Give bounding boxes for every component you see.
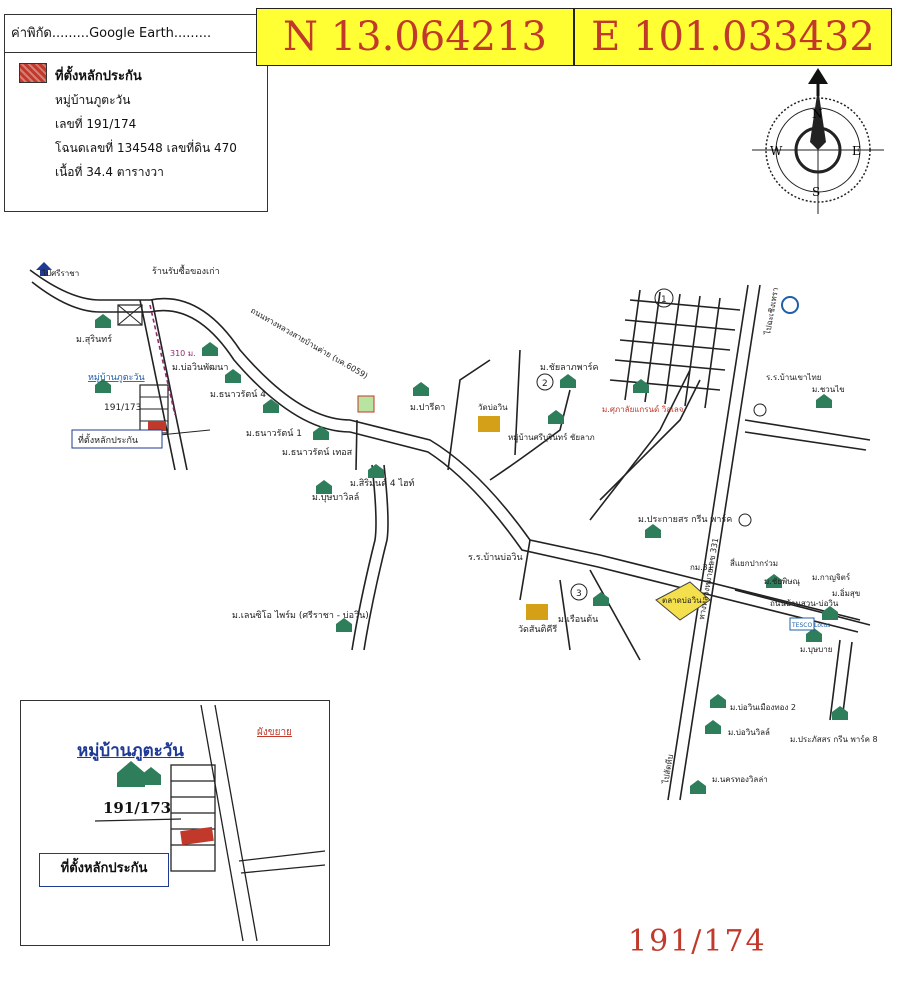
label-m-chokchai: หมู่บ้านศรีบุรินทร์ ชัยลาภ bbox=[508, 432, 595, 443]
compass-icon: N S E W bbox=[752, 68, 884, 214]
label-wat-borwin: วัดบ่อวิน bbox=[478, 403, 508, 412]
legend-area: เนื้อที่ 34.4 ตารางวา bbox=[55, 165, 164, 179]
site-label-small: ที่ตั้งหลักประกัน bbox=[78, 433, 138, 446]
circle-1-label: 1 bbox=[661, 295, 667, 305]
gas-station-icon bbox=[781, 296, 799, 314]
house-icons bbox=[95, 314, 848, 794]
compass-s: S bbox=[812, 185, 820, 199]
label-village-small: หมู่บ้านภูตะวัน bbox=[88, 372, 145, 383]
label-distance: 310 ม. bbox=[170, 349, 196, 358]
label-to-chachoengsao: ไปฉะเชิงเทรา bbox=[763, 287, 780, 337]
inset-plan: หมู่บ้านภูตะวัน ผังขยาย 191/173 ที่ตั้งห… bbox=[20, 700, 330, 946]
legend-title: ที่ตั้งหลักประกัน bbox=[55, 69, 142, 84]
landmark-icon bbox=[357, 395, 375, 413]
collateral-swatch bbox=[19, 63, 47, 83]
label-m-kanchit: ม.กาญจิตร์ bbox=[812, 572, 851, 582]
east-coordinate: E 101.033432 bbox=[574, 8, 892, 66]
temple-icon-2 bbox=[526, 604, 548, 620]
inset-house-icon bbox=[117, 761, 161, 787]
label-m-natong: ม.นครทองวิลล่า bbox=[712, 775, 768, 784]
area-marker-2 bbox=[536, 373, 554, 391]
label-road-main: ถนนทางหลวงสายบ้านค่าย (บค.6059) bbox=[249, 306, 369, 381]
label-m-chawalit: ม.ชวนไข bbox=[812, 385, 845, 394]
label-tesco: TESCO Lotus bbox=[791, 622, 830, 629]
label-junction: สี่แยกปากร่วม bbox=[730, 557, 778, 568]
legend-house-no: เลขที่ 191/174 bbox=[55, 117, 137, 131]
legend-deed: โฉนดเลขที่ 134548 เลขที่ดิน 470 bbox=[55, 141, 237, 155]
area-marker-1 bbox=[654, 288, 674, 308]
tesco-icon bbox=[789, 617, 815, 631]
label-market: ตลาดบ่อวิน bbox=[662, 596, 702, 605]
inset-title: หมู่บ้านภูตะวัน bbox=[77, 741, 184, 761]
label-m-rueanton: ม.เรือนต้น bbox=[558, 614, 598, 625]
market-marker bbox=[655, 581, 711, 621]
label-m-surin: ม.สุรินทร์ bbox=[76, 333, 112, 345]
label-plot-small: 191/173 bbox=[104, 403, 141, 413]
label-m-borwin: ม.บ่อวินพัฒนา bbox=[172, 362, 228, 373]
label-school-borwin: ร.ร.บ้านบ่อวิน bbox=[468, 552, 523, 563]
label-m-suppa: ม.ศุภาลัยแกรนด์ วิลเลจ bbox=[602, 404, 684, 414]
label-m-bussaba: ม.บุษบาวิลล์ bbox=[312, 491, 359, 503]
label-to-sriracha: ไปศรีราชา bbox=[41, 269, 79, 278]
inset-collateral-plot bbox=[180, 826, 214, 846]
legend-header: ค่าพิกัด.........Google Earth......... bbox=[5, 15, 267, 53]
label-road331: ทางหลวงหมายเลข 331 bbox=[697, 537, 720, 620]
label-m-prakasorn8: ม.ประภัสสร กรีน พาร์ค 8 bbox=[790, 734, 878, 744]
inset-site-label: ที่ตั้งหลักประกัน bbox=[39, 853, 169, 887]
inset-drawing bbox=[94, 704, 326, 942]
label-m-pakrua: ม.ปารีดา bbox=[410, 402, 445, 413]
arrow-to-sriracha-icon bbox=[36, 262, 52, 276]
label-km: กม.31 bbox=[690, 563, 713, 572]
circle-3-label: 3 bbox=[576, 589, 582, 599]
label-m-prakaisorn: ม.ประกายสร กรีน พาร์ค bbox=[638, 513, 732, 525]
label-m-thanawat-t: ม.ธนาวรัตน์ เทอส bbox=[282, 446, 353, 458]
footer-plot-number: 191/174 bbox=[628, 924, 767, 959]
label-m-lenvillage: ม.เลนซิโอ ไพร์ม (ศรีราชา - บ่อวิน) bbox=[232, 609, 369, 621]
label-wat-sanakhiri: วัดสันติคีรี bbox=[518, 624, 557, 635]
label-m-thanawat1: ม.ธนาวรัตน์ 1 bbox=[246, 427, 302, 439]
legend-village: หมู่บ้านภูตะวัน bbox=[55, 93, 131, 107]
label-m-boonyarak: ม.บุษบาย bbox=[800, 645, 832, 654]
temple-icon bbox=[478, 416, 500, 432]
label-road-right: ถนนบ้านสวน-บ่อวิน bbox=[770, 599, 839, 608]
traffic-light-icon bbox=[753, 403, 767, 417]
label-school-khaothai: ร.ร.บ้านเขาไทย bbox=[766, 373, 821, 382]
label-shop: ร้านรับซื้อของเก่า bbox=[152, 264, 220, 277]
label-m-siri: ม.สิริมนต์ 4 ไฮท์ bbox=[350, 477, 415, 489]
compass-w: W bbox=[770, 144, 783, 158]
north-coordinate: N 13.064213 bbox=[256, 8, 574, 66]
circle-2-label: 2 bbox=[542, 379, 548, 389]
area-marker-3 bbox=[570, 583, 588, 601]
label-m-thanawat4: ม.ธนาวรัตน์ 4 bbox=[210, 388, 266, 400]
collateral-plot bbox=[148, 421, 166, 431]
inset-expand-label: ผังขยาย bbox=[257, 727, 292, 738]
label-m-borwin-ville: ม.บ่อวินวิลล์ bbox=[728, 727, 770, 737]
site-label-box-small bbox=[71, 429, 163, 449]
label-m-aumsuk: ม.อิ่มสุข bbox=[832, 587, 860, 598]
bank-icon bbox=[738, 513, 752, 527]
label-m-borwin-muang2: ม.บ่อวินเมืองทอง 2 bbox=[730, 703, 796, 712]
inset-plot-number: 191/173 bbox=[103, 799, 172, 817]
legend-box: ค่าพิกัด.........Google Earth......... ท… bbox=[4, 14, 268, 212]
label-m-chaiya: ม.ชัยพิษณุ bbox=[764, 577, 800, 586]
compass-n: N bbox=[812, 107, 823, 121]
label-m-cityland: ม.ชัยลาภพาร์ค bbox=[540, 361, 599, 373]
compass-e: E bbox=[852, 144, 861, 158]
